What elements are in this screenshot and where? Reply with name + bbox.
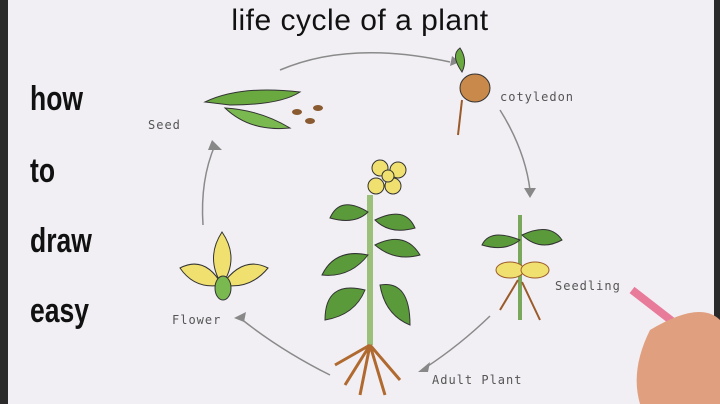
adult-plant-flower [367, 159, 407, 195]
arrow-cotyledon-to-seedling [499, 109, 531, 191]
arrow-flower-to-seed [201, 144, 216, 226]
cycle-arrows [201, 51, 531, 376]
side-text-how: how [30, 80, 84, 118]
arrow-seed-to-cotyledon [279, 51, 451, 71]
arrowheads [208, 56, 536, 372]
seedling-drawing [481, 215, 563, 321]
label-adult-plant: Adult Plant [432, 373, 523, 387]
arrow-adult-to-flower [239, 317, 331, 376]
side-text-draw: draw [30, 222, 92, 260]
arrow-seedling-to-adult [424, 315, 491, 369]
side-text-easy: easy [30, 292, 89, 330]
adult-plant-drawing [321, 159, 421, 396]
cotyledon-drawing [455, 47, 491, 136]
label-seed: Seed [148, 118, 181, 132]
flower-drawing [179, 231, 269, 301]
label-flower: Flower [172, 313, 222, 327]
page-title: life cycle of a plant [231, 4, 489, 37]
label-seedling: Seedling [555, 279, 621, 293]
paper-background [8, 0, 714, 404]
label-cotyledon: cotyledon [500, 90, 575, 104]
side-text-to: to [30, 152, 56, 190]
seed-pod-drawing [203, 89, 323, 130]
